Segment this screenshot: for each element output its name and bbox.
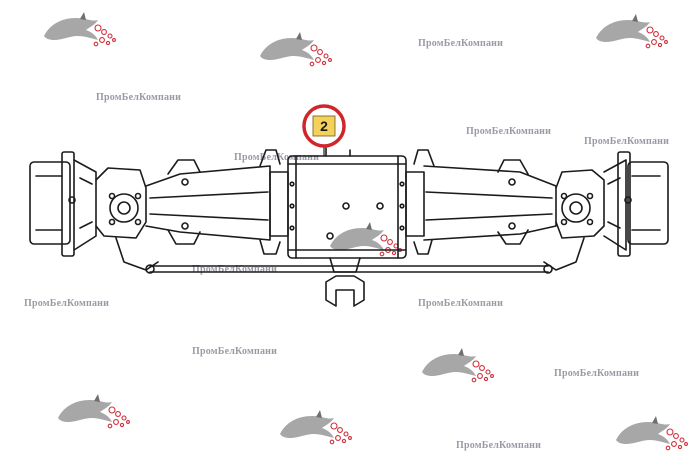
watermark-text: ПромБелКомпани bbox=[584, 136, 670, 147]
watermark-text: ПромБелКомпани bbox=[234, 152, 320, 163]
right-axle-housing bbox=[405, 149, 557, 255]
wolf-logo-icon bbox=[596, 14, 668, 49]
watermark-text: ПромБелКомпани bbox=[418, 38, 504, 49]
callout-number: 2 bbox=[320, 118, 328, 134]
left-steering-knuckle bbox=[95, 167, 159, 271]
wolf-logo-icon bbox=[260, 32, 332, 67]
watermark-text: ПромБелКомпани bbox=[456, 440, 542, 451]
wolf-logo-icon bbox=[280, 410, 352, 445]
watermark-text: ПромБелКомпани bbox=[554, 368, 640, 379]
watermark-text: ПромБелКомпани bbox=[466, 126, 552, 137]
watermark-text: ПромБелКомпани bbox=[192, 346, 278, 357]
watermark-text: ПромБелКомпани bbox=[96, 92, 182, 103]
tie-rod bbox=[145, 264, 553, 274]
left-axle-housing bbox=[145, 149, 289, 255]
watermark-text: ПромБелКомпани bbox=[192, 264, 278, 275]
right-wheel-hub bbox=[603, 151, 669, 257]
watermark-text: ПромБелКомпани bbox=[24, 298, 110, 309]
wolf-logo-icon bbox=[58, 394, 130, 429]
callout-marker: 2 bbox=[302, 104, 346, 148]
wolf-logo-icon bbox=[44, 12, 116, 47]
left-wheel-hub bbox=[29, 151, 97, 257]
differential-housing bbox=[287, 147, 407, 259]
wolf-logo-icon bbox=[616, 416, 688, 451]
watermark-text: ПромБелКомпани bbox=[418, 298, 504, 309]
wolf-logo-icon bbox=[422, 348, 494, 383]
